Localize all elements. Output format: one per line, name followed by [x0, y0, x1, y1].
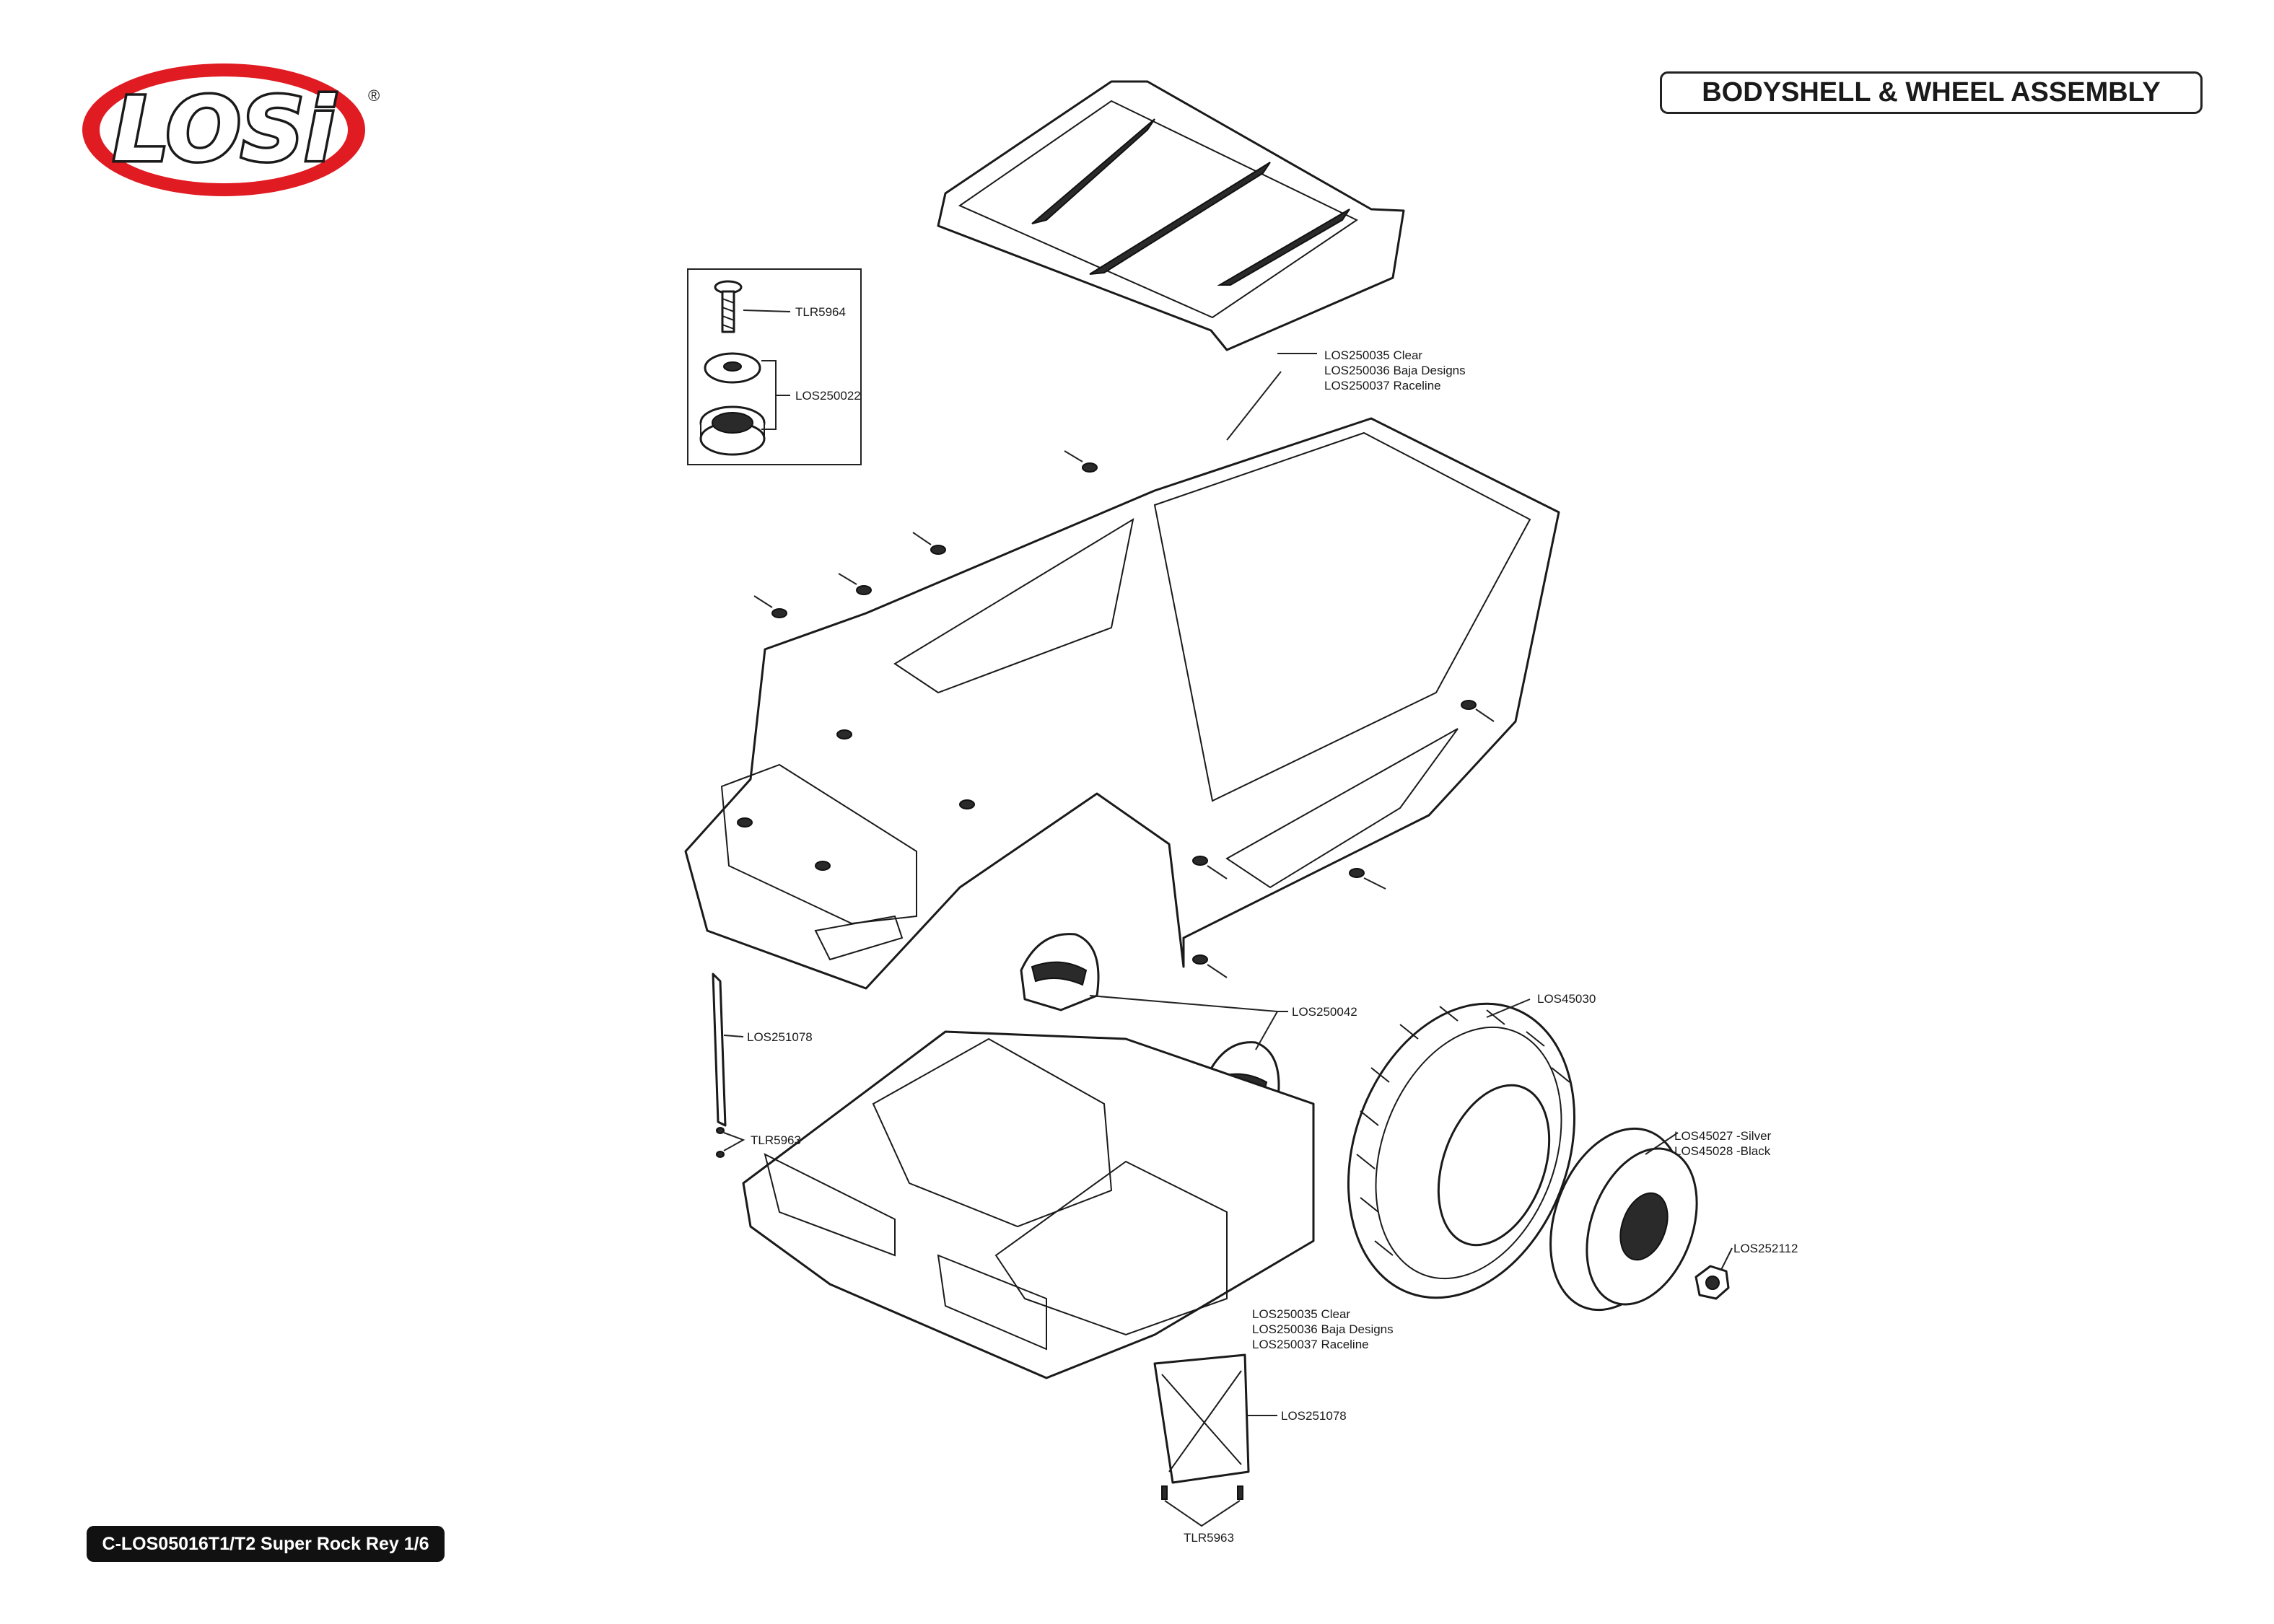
wheel-callout-1: LOS45027 -Silver: [1674, 1129, 1772, 1143]
interior-callout-1: LOS250035 Clear: [1252, 1307, 1350, 1321]
tire: [1347, 998, 1576, 1299]
registered-mark: ®: [368, 87, 380, 105]
losi-logo: LOSi ®: [82, 63, 380, 196]
skid-plate-callout: LOS251078: [1281, 1409, 1347, 1423]
logo-text: LOSi: [113, 79, 336, 181]
roof-panel: [937, 80, 1405, 351]
side-panel: [712, 973, 745, 1158]
shell-hardware: [737, 450, 1495, 978]
hardware-inset: [687, 268, 862, 465]
interior-callout-2: LOS250036 Baja Designs: [1252, 1322, 1394, 1336]
side-screw-callout: TLR5963: [751, 1133, 801, 1147]
wheel: [1549, 1127, 1698, 1312]
screw-tlr5964: [714, 280, 743, 333]
interior-tub: [742, 1030, 1315, 1379]
skid-screw-callout: TLR5963: [1184, 1531, 1234, 1545]
skid-plate: [1153, 1353, 1277, 1527]
wheel-nut: [1694, 1247, 1733, 1300]
side-panel-callout: LOS251078: [747, 1030, 813, 1044]
page-title: BODYSHELL & WHEEL ASSEMBLY: [1660, 71, 2203, 114]
roof-callout-3: LOS250037 Raceline: [1324, 379, 1441, 392]
roof-callout-2: LOS250036 Baja Designs: [1324, 364, 1466, 377]
inset-label-tlr5964: TLR5964: [795, 305, 846, 319]
helmet-callout: LOS250042: [1292, 1005, 1357, 1019]
wheel-callout-2: LOS45028 -Black: [1674, 1144, 1771, 1158]
washer-los250022: [699, 352, 766, 456]
model-label: C-LOS05016T1/T2 Super Rock Rey 1/6: [87, 1526, 445, 1562]
body-shell: [684, 417, 1560, 990]
helmet-upper: [1020, 933, 1100, 1011]
nut-callout: LOS252112: [1733, 1242, 1798, 1255]
tire-callout: LOS45030: [1537, 992, 1596, 1006]
inset-label-los250022: LOS250022: [795, 389, 861, 403]
roof-callout-1: LOS250035 Clear: [1324, 348, 1422, 362]
interior-callout-3: LOS250037 Raceline: [1252, 1338, 1369, 1351]
